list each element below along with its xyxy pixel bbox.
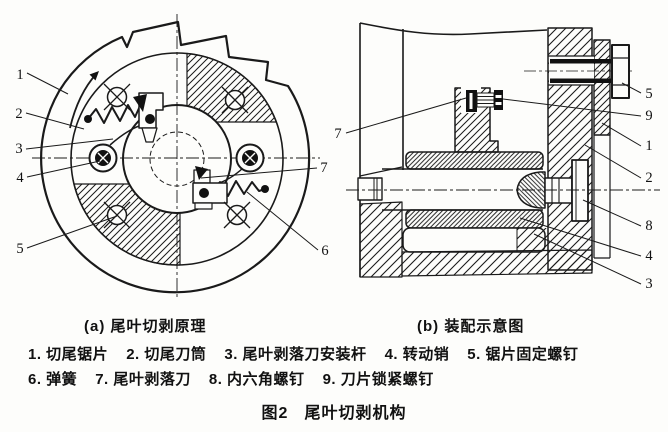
spring <box>87 104 141 124</box>
callout-4: 4 <box>16 170 24 186</box>
rotating-pin-left <box>88 143 118 173</box>
tail-leaf-cutting-mechanism-drawing: 1 2 3 4 5 6 7 <box>15 14 660 298</box>
callout-3: 3 <box>645 276 652 292</box>
blade-lock-screw-assembly <box>461 86 503 113</box>
part-item: 7. 尾叶剥落刀 <box>95 371 191 388</box>
housing-bottom-band <box>401 249 593 277</box>
screw-symbol <box>103 83 131 111</box>
callout-4: 4 <box>645 248 653 264</box>
housing-connector <box>517 228 548 252</box>
blade-holder-block <box>192 182 228 204</box>
caption-b: (b) 装配示意图 <box>417 318 525 335</box>
callout-3: 3 <box>15 141 22 157</box>
blade-assembly-bottom-right <box>192 166 269 210</box>
fixing-screws <box>103 83 251 229</box>
peeling-blade-tip <box>195 166 208 180</box>
blade-assembly-top-left <box>84 92 164 143</box>
callout-7: 7 <box>320 160 327 176</box>
screw-symbol <box>103 201 131 229</box>
saw-blade-plate-lower-edge <box>593 135 611 259</box>
callout-1: 1 <box>16 67 23 83</box>
principle-view: 1 2 3 4 5 6 7 <box>15 14 329 298</box>
shaft-end-plate <box>357 177 383 201</box>
rotating-pin-right <box>235 143 265 173</box>
spring-anchor-dot <box>84 115 92 123</box>
bolt-shaft-lower <box>550 78 612 83</box>
callout-5: 5 <box>645 86 652 102</box>
part-item: 2. 切尾刀筒 <box>126 346 207 363</box>
part-item: 9. 刀片锁紧螺钉 <box>322 371 434 388</box>
post-base-bar <box>405 151 544 170</box>
bore-chamfer <box>359 166 403 177</box>
part-item: 6. 弹簧 <box>28 371 78 388</box>
callout-5: 5 <box>16 241 23 257</box>
housing-left-block <box>359 201 403 278</box>
callout-2: 2 <box>645 170 652 186</box>
part-item: 5. 锯片固定螺钉 <box>467 346 579 363</box>
leader-lines-left-view <box>25 72 319 251</box>
crosshair-centerlines <box>32 14 320 298</box>
bolt-shaft-upper <box>550 59 612 64</box>
parts-list-line-2: 6. 弹簧 7. 尾叶剥落刀 8. 内六角螺钉 9. 刀片锁紧螺钉 <box>28 368 452 389</box>
callout-1: 1 <box>645 138 652 154</box>
parts-list-line-1: 1. 切尾锯片 2. 切尾刀筒 3. 尾叶剥落刀安装杆 4. 转动销 5. 锯片固定螺钉 <box>28 343 596 364</box>
rotation-arrow-head <box>89 71 99 81</box>
part-item: 3. 尾叶剥落刀安装杆 <box>224 346 367 363</box>
callout-2: 2 <box>15 106 22 122</box>
part-item: 8. 内六角螺钉 <box>208 371 305 388</box>
screw-symbol <box>223 201 251 229</box>
pivot-dot <box>145 114 155 124</box>
pivot-dot <box>199 188 209 198</box>
socket-screw-head <box>571 159 589 222</box>
figure-title: 图2 尾叶切剥机构 <box>0 399 668 423</box>
assembly-view: 7 5 9 1 2 8 4 3 <box>334 22 660 292</box>
caption-a: (a) 尾叶切剥原理 <box>84 318 207 335</box>
part-item: 4. 转动销 <box>384 346 450 363</box>
callout-7: 7 <box>334 126 341 142</box>
callout-9: 9 <box>645 108 652 124</box>
bolt-slot-edges <box>548 55 594 86</box>
screw-nut <box>494 90 503 110</box>
peeling-blade-tip <box>133 94 147 112</box>
figure-name: 尾叶切剥机构 <box>304 405 407 422</box>
blade-tab <box>141 127 158 143</box>
callout-6: 6 <box>321 243 328 259</box>
leader-lines-right-view <box>345 82 642 285</box>
figure-number: 图2 <box>261 405 289 422</box>
callout-8: 8 <box>645 218 652 234</box>
spring-anchor-dot <box>261 185 269 193</box>
blade-base-plate <box>194 202 213 210</box>
part-item: 1. 切尾锯片 <box>28 346 109 363</box>
bolt-hex-head <box>611 44 630 99</box>
screw-symbol <box>221 86 249 114</box>
saw-blade-plate <box>593 39 611 136</box>
blade-lever-arm-left <box>109 125 140 146</box>
